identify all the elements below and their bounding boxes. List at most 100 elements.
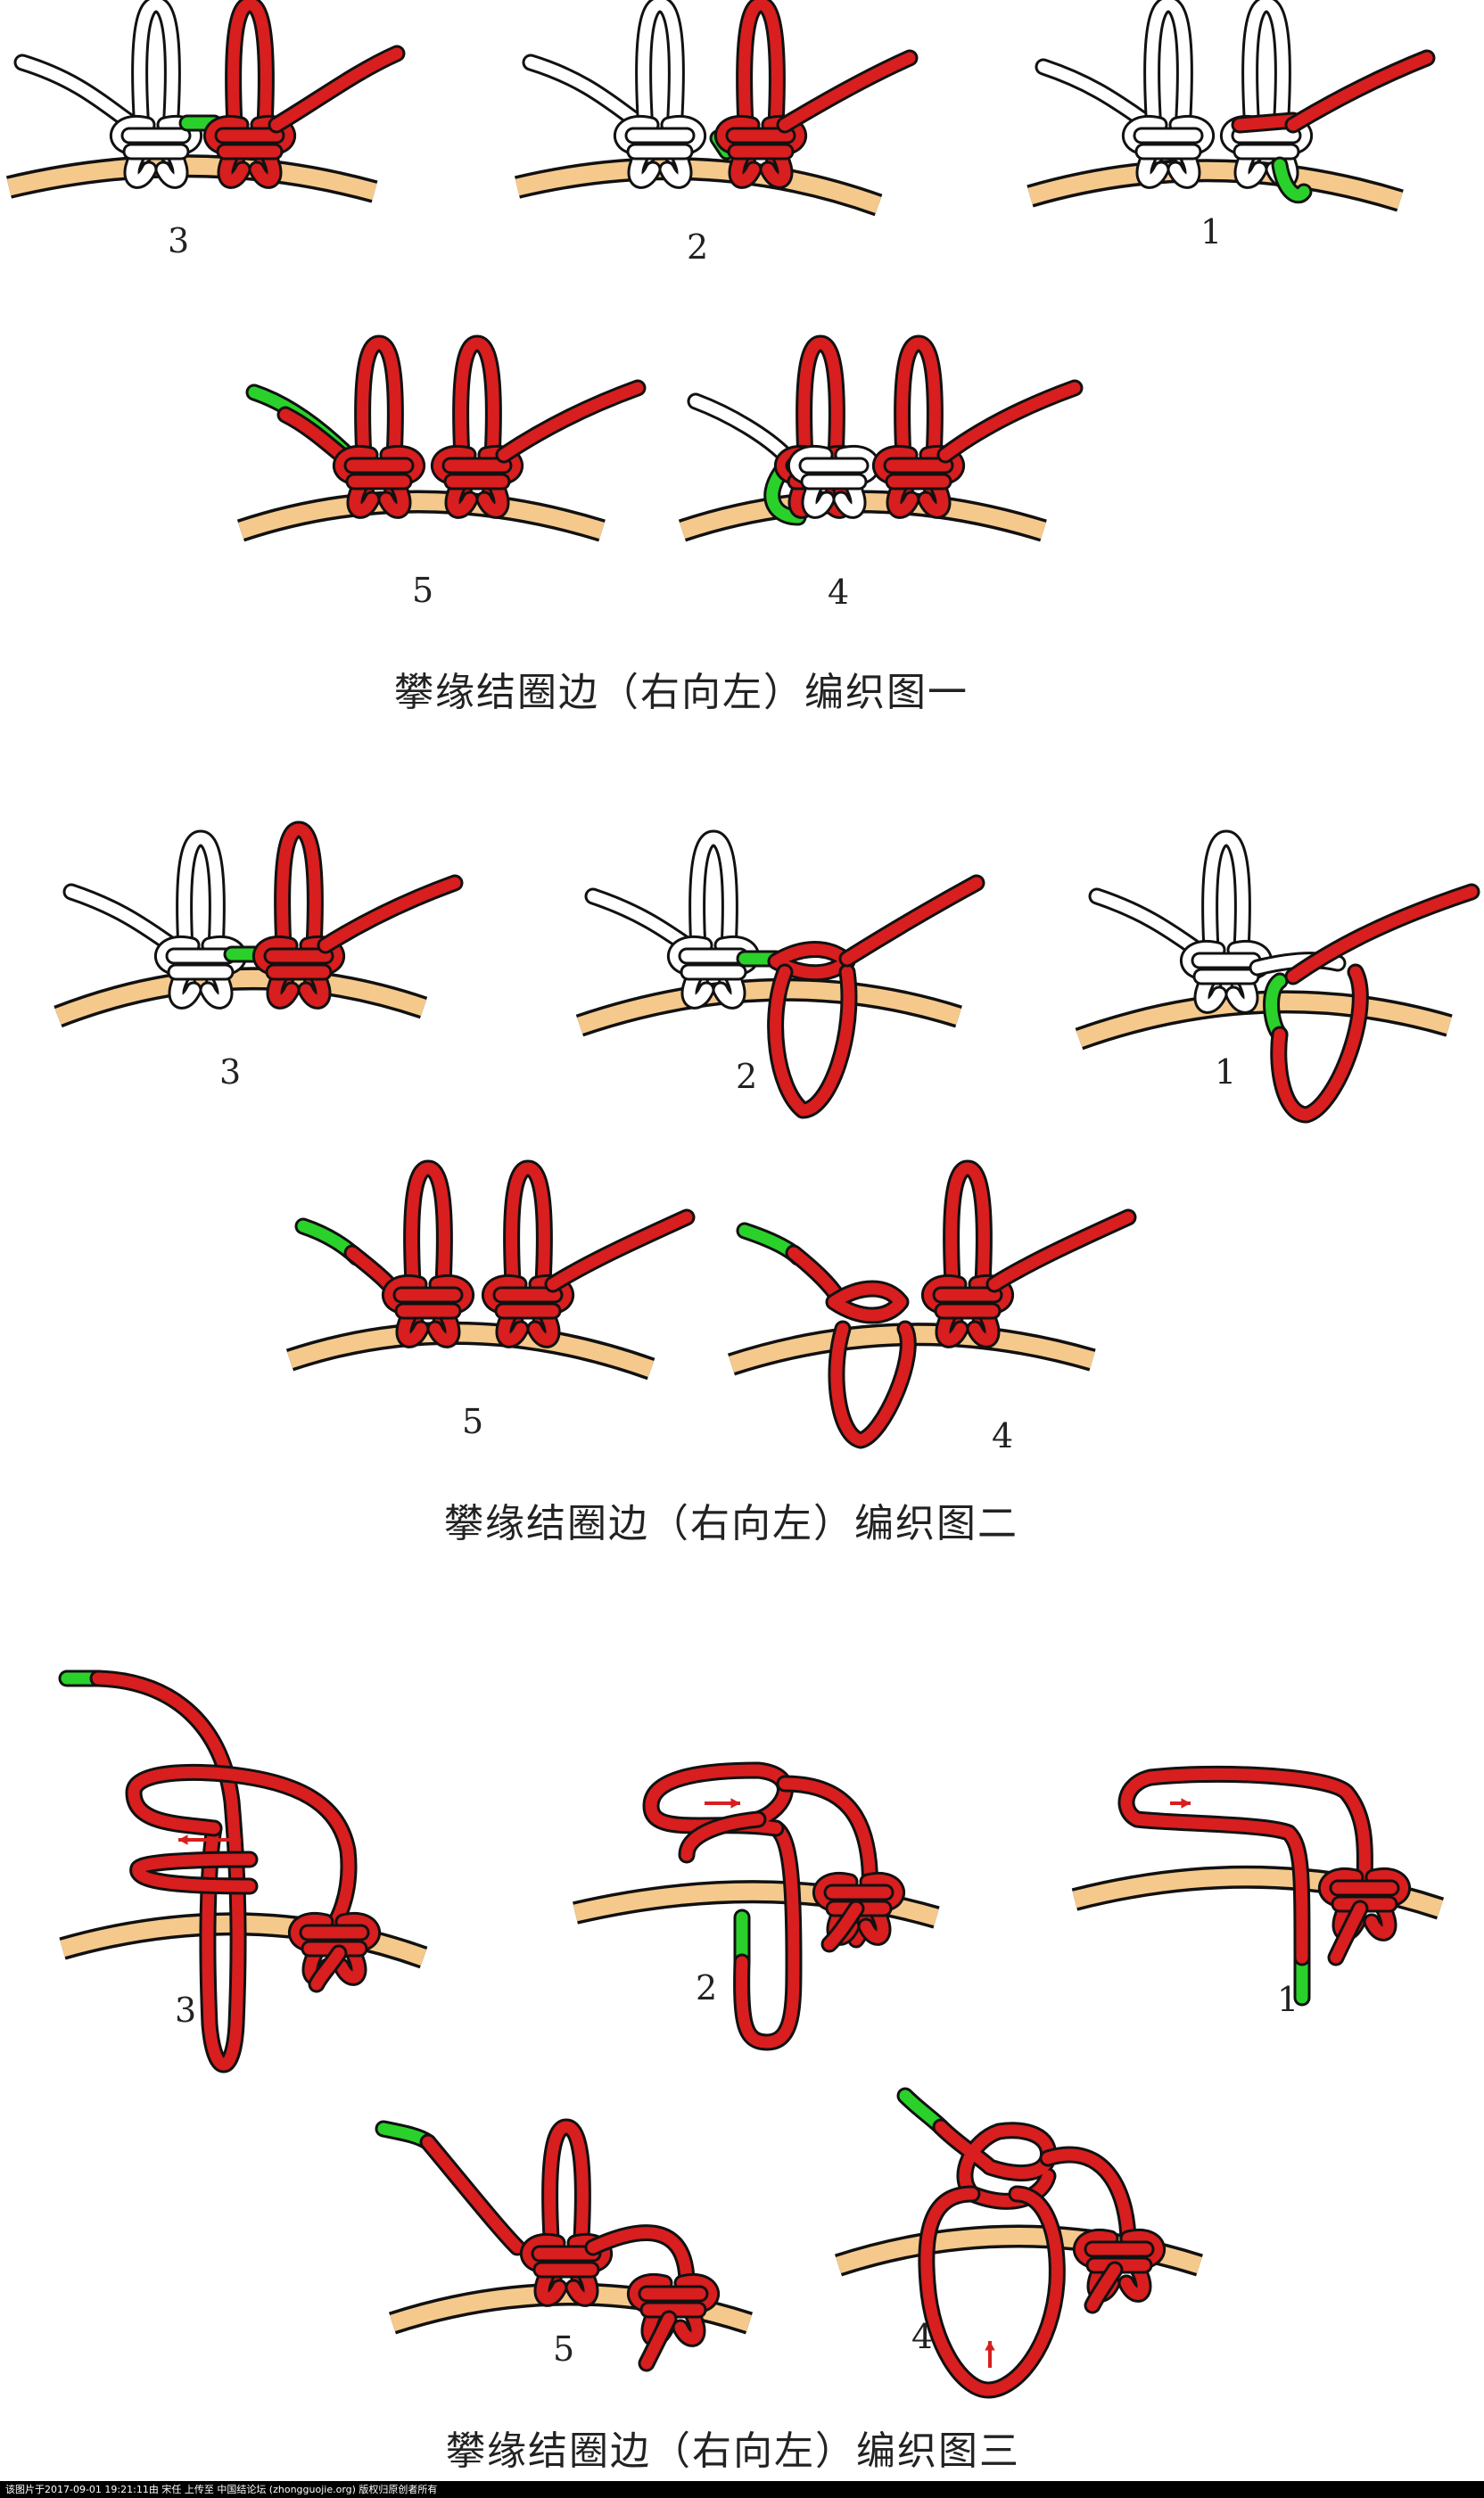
fig2-p3-ring (54, 967, 428, 1028)
fig1-p2-white-knot (614, 114, 706, 189)
fig2-p3-red-loop (274, 820, 324, 999)
fig3-p2-red-end (820, 1900, 865, 1953)
fig1-p5-red-knot-1 (333, 444, 425, 519)
fig2-p3-red-tail (317, 874, 464, 954)
fig1-p5-red-loop-2 (452, 334, 502, 508)
fig2-p5-red-tail (544, 1208, 696, 1293)
fig2-p2-red-hanging-loop (767, 963, 858, 1119)
fig3-p5-red-end (638, 2310, 678, 2372)
fig3-p4-red-right (1039, 2146, 1137, 2252)
fig2-p1-red-tail (1284, 883, 1480, 985)
fig1-p4-red-loop-1 (796, 334, 845, 508)
fig1-p1-white-knot (1122, 114, 1215, 189)
fig2-step-2: 2 (736, 1057, 758, 1096)
fig2-p4-red-tail (985, 1208, 1137, 1293)
fig2-p4-red-hanging-loop (828, 1320, 917, 1449)
fig3-p3-red-end (308, 1944, 348, 1993)
fig1-step-2: 2 (687, 227, 709, 267)
fig1-p1-red-tail (1284, 49, 1436, 134)
fig1-p1-green-hook (1271, 156, 1313, 203)
fig1-step-5: 5 (412, 571, 434, 610)
fig1-p3-white-tail (13, 54, 143, 134)
fig3-p2-red-descender (733, 1819, 803, 2051)
fig2-step-4: 4 (992, 1416, 1014, 1455)
fig2-p2-white-loop (688, 829, 738, 999)
fig1-p3-white-loop (131, 0, 181, 165)
fig1-p5-red-tail (495, 379, 647, 464)
fig3-p5-red-lead (419, 2133, 526, 2256)
fig3-p2-red-knot (812, 1871, 905, 1946)
fig3-step-4: 4 (911, 2317, 934, 2356)
fig1-p4-green-hook (763, 464, 807, 526)
fig2-p1-red-hanging-loop (1270, 963, 1369, 1124)
fig1-p3-red-knot (203, 114, 296, 189)
fig3-step-1: 1 (1277, 1980, 1299, 2019)
fig2-p1-white-knot (1180, 939, 1273, 1014)
fig1-p3-ring (5, 154, 378, 203)
fig3-p3-red-main (89, 1669, 247, 2073)
fig2-p4-red-lead (785, 1244, 847, 1307)
fig1-p3-white-knot (110, 114, 202, 189)
fig3-p5-red-knot (520, 2232, 613, 2307)
fig1-p2-white-loop (635, 0, 685, 165)
fig1-p1-ring (1026, 159, 1404, 212)
fig2-p4-red-bow (825, 1280, 910, 1324)
fig2-caption: 攀缘结圈边（右向左）编织图二 (444, 1501, 1018, 1546)
fig1-step-3: 3 (168, 221, 190, 260)
fig2-p5-red-loop-2 (503, 1159, 553, 1333)
fig3-step-5: 5 (553, 2329, 575, 2369)
fig1-step-4: 4 (828, 573, 850, 612)
fig2-p5-red-loop-1 (403, 1159, 453, 1333)
fig2-p5-red-knot-2 (482, 1274, 574, 1348)
fig3-p1-right-arrow (1170, 1798, 1191, 1809)
fig3-step-2: 2 (696, 1968, 718, 2007)
fig1-p3-red-loop (225, 0, 275, 178)
fig3-p4-red-bow (932, 2118, 1057, 2210)
fig1-p1-white-loop (1143, 0, 1193, 165)
fig1-p2-white-tail (522, 54, 651, 134)
fig1-p2-red-loop (736, 0, 786, 178)
fig2-step-5: 5 (462, 1402, 484, 1441)
fig3-p4-red-hanging-loop (918, 2185, 1066, 2399)
fig3-p5-red-loop (541, 2118, 591, 2288)
fig3-p3-left-arrow (178, 1834, 241, 1845)
fig3-p3-red-lower-loop (129, 1851, 259, 1895)
fig1-p4-white-tail (687, 392, 794, 464)
fig1-p1-red-bar (1231, 111, 1302, 134)
fig3-caption: 攀缘结圈边（右向左）编织图三 (446, 2428, 1020, 2474)
fig2-p3-white-knot (154, 935, 247, 1010)
fig2-step-3: 3 (219, 1052, 242, 1092)
fig3-p5-red-right (584, 2224, 696, 2292)
fig1-p4-red-loop-2 (894, 334, 944, 508)
fig3-step-3: 3 (175, 1991, 197, 2030)
fig3-p2-right-arrow (705, 1798, 740, 1809)
fig2-step-1: 1 (1215, 1052, 1237, 1092)
fig2-p3-red-knot (252, 935, 345, 1010)
fig3-p1-red-hook (1117, 1765, 1373, 1966)
fig2-p4-red-knot (921, 1274, 1014, 1348)
fig1-step-1: 1 (1200, 212, 1223, 251)
fig2-p5-ring (285, 1321, 655, 1381)
fig3-p4-red-end (1084, 2261, 1124, 2314)
fig1-p2-ring (514, 157, 883, 217)
fig2-p3-white-loop (176, 829, 226, 999)
fig2-p2-red-tail (838, 874, 985, 968)
fig1-p3-red-tail (268, 45, 406, 134)
fig1-p4-white-knot (787, 444, 880, 519)
fig2-p5-red-knot-1 (382, 1274, 474, 1348)
fig3-p4-up-arrow (985, 2341, 995, 2368)
fig2-p4-red-loop (943, 1159, 993, 1333)
fig1-p5-red-loop-1 (354, 334, 404, 508)
fig1-p1-white-tail (1035, 58, 1159, 134)
fig3-p2-red-inner (678, 1810, 767, 1864)
fig3-p5-red-knot-2 (627, 2272, 720, 2347)
fig2-p1-white-loop (1201, 829, 1251, 999)
fig1-p2-red-tail (776, 49, 919, 134)
fig3-p3-red-upper-loop (125, 1763, 358, 1949)
fig1-p1-white-loop-2 (1241, 0, 1291, 165)
fig1-caption: 攀缘结圈边（右向左）编织图一 (394, 670, 969, 715)
fig3-p1-red-end (1327, 1900, 1369, 1966)
fig1-p5-ring (236, 490, 606, 542)
fig1-p4-red-tail (936, 379, 1084, 464)
